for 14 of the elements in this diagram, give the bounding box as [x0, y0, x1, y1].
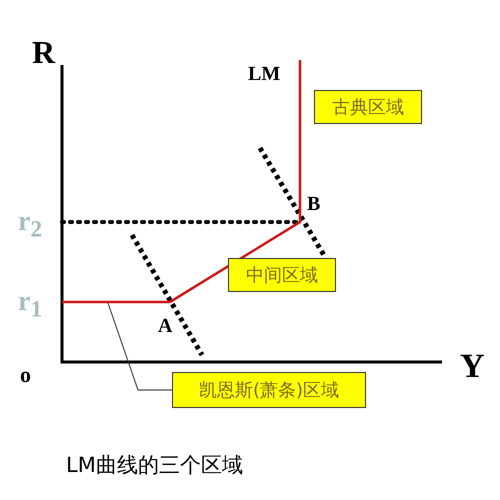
region-label: 中间区域 — [228, 258, 336, 292]
point-label: A — [158, 316, 172, 336]
region-label: 古典区域 — [314, 90, 422, 124]
axis-tick-label: r$_{1}$ — [18, 288, 42, 322]
origin-label: o — [20, 364, 31, 386]
caption: LM曲线的三个区域 — [66, 455, 243, 476]
axis-tick-label: r$_{2}$ — [18, 208, 42, 242]
lm-curve-segment — [62, 300, 170, 304]
leader-line — [108, 302, 172, 390]
axis-label: Y — [460, 350, 485, 384]
axis-label: R — [32, 36, 56, 68]
point-label: B — [307, 194, 320, 214]
region-label: 凯恩斯(萧条)区域 — [172, 372, 366, 408]
curve-label: LM — [248, 64, 280, 84]
